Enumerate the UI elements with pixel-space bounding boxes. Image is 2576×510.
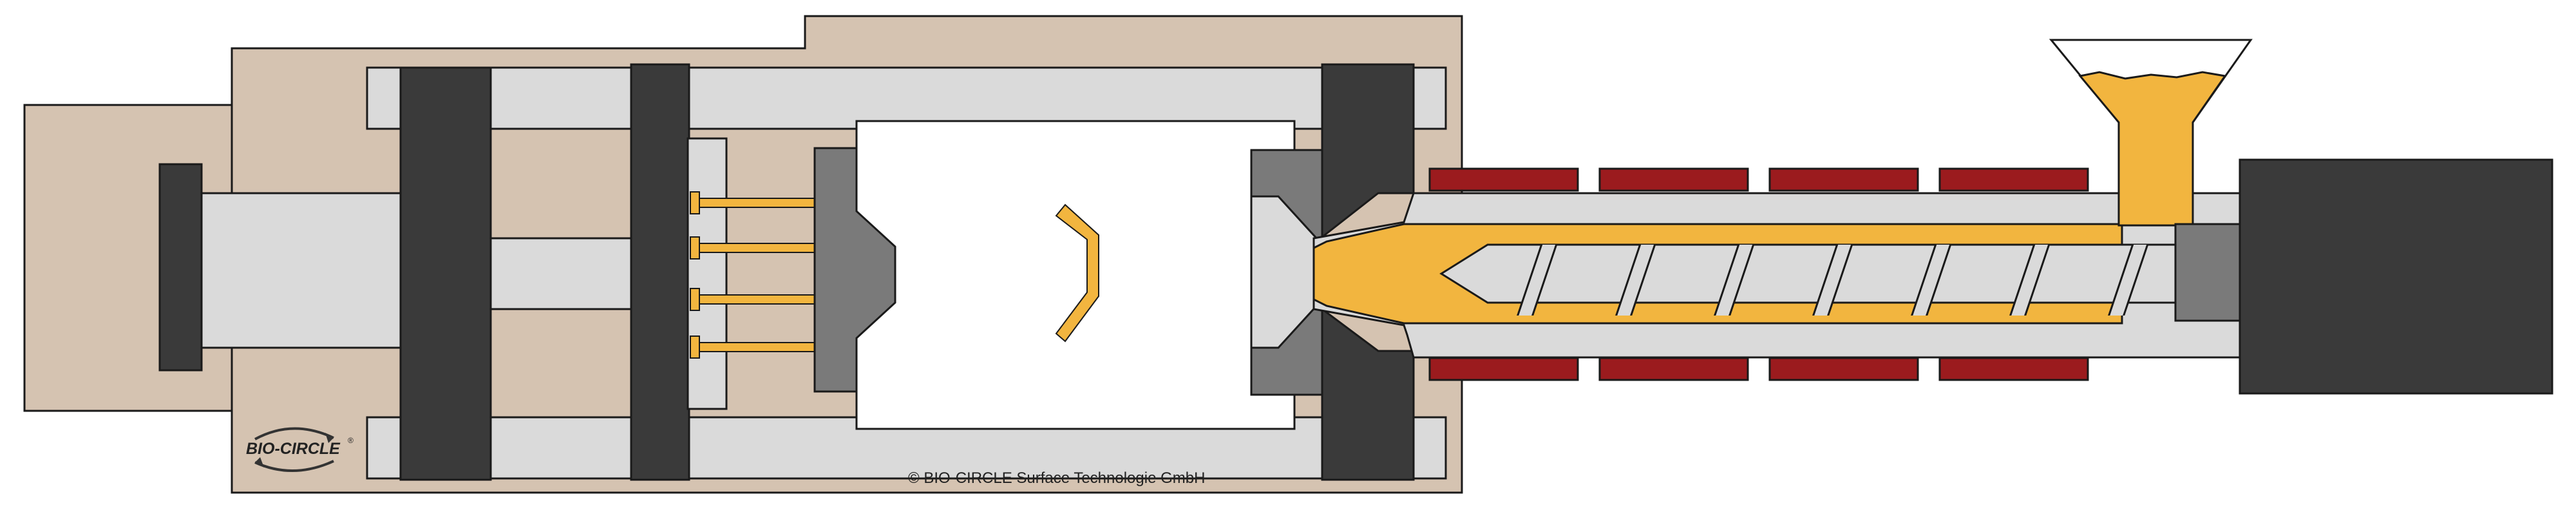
clamp-rod bbox=[485, 237, 642, 310]
heater-band-top-1 bbox=[1428, 167, 1579, 192]
rear-platen bbox=[399, 66, 492, 481]
mould-opening-area bbox=[855, 120, 1296, 430]
screw-flight-5 bbox=[1911, 245, 1952, 316]
clamping-unit bbox=[158, 163, 642, 372]
heater-band-bottom-2 bbox=[1598, 357, 1749, 381]
screw-flight-7 bbox=[2108, 245, 2149, 316]
heater-band-bottom-3 bbox=[1768, 357, 1919, 381]
logo-registered-mark: ® bbox=[348, 436, 354, 445]
ejector-pin-4 bbox=[690, 335, 700, 359]
moulded-part bbox=[1055, 203, 1099, 343]
screw-flights bbox=[1517, 245, 2149, 316]
heater-band-bottom-4 bbox=[1938, 357, 2089, 381]
ejector-pin-1 bbox=[690, 191, 700, 214]
heater-bands bbox=[1428, 167, 2089, 381]
ejector-pin-1-rod bbox=[699, 198, 816, 208]
platens bbox=[399, 63, 690, 481]
screw-flight-4 bbox=[1812, 245, 1853, 316]
heater-band-top-4 bbox=[1938, 167, 2089, 192]
copyright-text: © BIO-CIRCLE Surface Technologie GmbH bbox=[908, 469, 1205, 487]
heater-band-top-3 bbox=[1768, 167, 1919, 192]
screw-flight-2 bbox=[1615, 245, 1656, 316]
hopper bbox=[2049, 39, 2253, 227]
screw-flight-6 bbox=[2009, 245, 2050, 316]
fixed-mould-side bbox=[1250, 63, 1415, 481]
logo-text: BIO-CIRCLE bbox=[246, 440, 341, 458]
moving-platen bbox=[630, 63, 690, 481]
hopper-granulate bbox=[2078, 71, 2227, 227]
ejector-pin-2 bbox=[690, 236, 700, 260]
screw-drive-unit bbox=[2239, 158, 2553, 395]
ejector-assembly bbox=[687, 137, 816, 410]
screw-coupling bbox=[2174, 223, 2241, 322]
screw-flight-1 bbox=[1517, 245, 1558, 316]
ejector-pin-3 bbox=[690, 288, 700, 311]
heater-band-top-2 bbox=[1598, 167, 1749, 192]
heater-band-bottom-1 bbox=[1428, 357, 1579, 381]
ejector-plate bbox=[687, 137, 728, 410]
movable-mould-half bbox=[813, 147, 896, 393]
clamp-piston-head bbox=[158, 163, 203, 372]
tie-bar-top bbox=[366, 66, 1447, 130]
ejector-pin-4-rod bbox=[699, 342, 816, 352]
ejector-pin-3-rod bbox=[699, 294, 816, 305]
bio-circle-logo: BIO-CIRCLE ® bbox=[246, 427, 354, 472]
ejector-pin-2-rod bbox=[699, 243, 816, 253]
clamp-cylinder bbox=[195, 192, 404, 349]
screw-flight-3 bbox=[1714, 245, 1755, 316]
circular-arrows-icon bbox=[254, 427, 334, 472]
